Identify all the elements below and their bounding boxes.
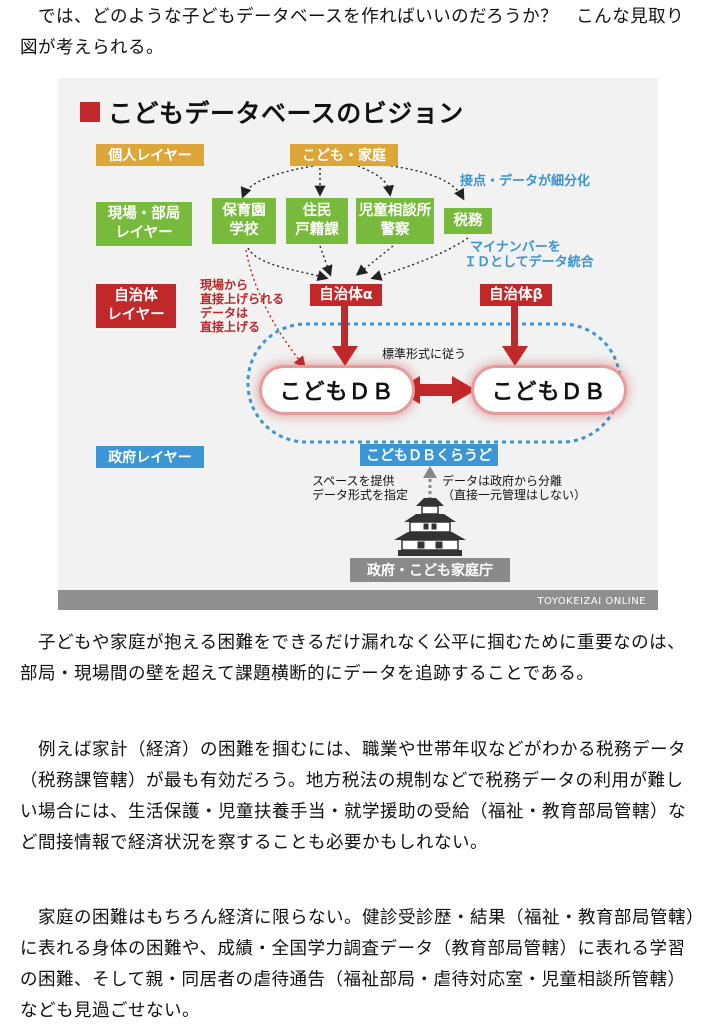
space-provision-note: スペースを提供 データ形式を指定 [312, 474, 409, 502]
body-paragraph-1: 子どもや家庭が抱える困難をできるだけ漏れなく公平に掴むために重要なのは、部局・現… [20, 633, 686, 684]
field-layer-label: 現場・部局 レイヤー [96, 202, 192, 246]
child-db-cloud: こどもＤＢくらうど [360, 444, 498, 466]
diagram-connectors [240, 163, 622, 556]
government-layer-label: 政府レイヤー [96, 446, 204, 468]
municipal-down-arrows [332, 302, 528, 366]
family-to-field-arrows [240, 163, 465, 201]
field-to-municipal-arrows [247, 237, 469, 282]
title-square-icon [80, 102, 100, 122]
municipal-layer-label: 自治体 レイヤー [96, 284, 176, 328]
direct-upload-arrow [245, 249, 306, 369]
mynumber-note: マイナンバーを ＩＤとしてデータ統合 [464, 240, 594, 270]
child-db-right: こどもＤＢ [474, 368, 624, 412]
child-family-box: こども・家庭 [290, 144, 398, 166]
body-paragraph-3: 家庭の困難はもちろん経済に限らない。健診受診歴・結果（福祉・教育部局管轄）に表れ… [20, 908, 696, 1021]
db-exchange-arrow [396, 376, 476, 404]
municipality-beta: 自治体β [480, 284, 552, 306]
school-node: 保育園 学校 [212, 198, 276, 244]
source-credit: TOYOKEIZAI ONLINE [537, 596, 646, 607]
direct-upload-note: 現場から 直接上げられる データは 直接上げる [200, 278, 285, 334]
tax-node: 税務 [444, 208, 492, 234]
data-separation-note: データは政府から分離 （直接一元管理はしない） [442, 474, 587, 502]
resident-node: 住民 戸籍課 [286, 198, 348, 244]
granular-note: 接点・データが細分化 [460, 174, 591, 189]
municipality-alpha: 自治体α [310, 284, 382, 306]
child-db-left: こどもＤＢ [262, 368, 412, 412]
standard-format-note: 標準形式に従う [382, 347, 467, 361]
consult-node: 児童相談所 警察 [356, 198, 434, 244]
diagram-title: こどもデータベースのビジョン [108, 99, 464, 128]
castle-icon [394, 498, 466, 556]
vision-diagram: こどもデータベースのビジョン 個人レイヤー 現場・部局 レイヤー 自治体 レイヤ… [58, 78, 658, 610]
body-paragraph-2: 例えば家計（経済）の困難を掴むには、職業や世帯年収などがわかる税務データ（税務課… [20, 740, 686, 853]
individual-layer-label: 個人レイヤー [96, 144, 204, 166]
government-agency-box: 政府・こども家庭庁 [350, 558, 510, 582]
intro-paragraph: では、どのような子どもデータベースを作ればいいのだろうか？ こんな見取り図が考え… [20, 7, 685, 58]
source-footer-bar: TOYOKEIZAI ONLINE [58, 590, 658, 610]
